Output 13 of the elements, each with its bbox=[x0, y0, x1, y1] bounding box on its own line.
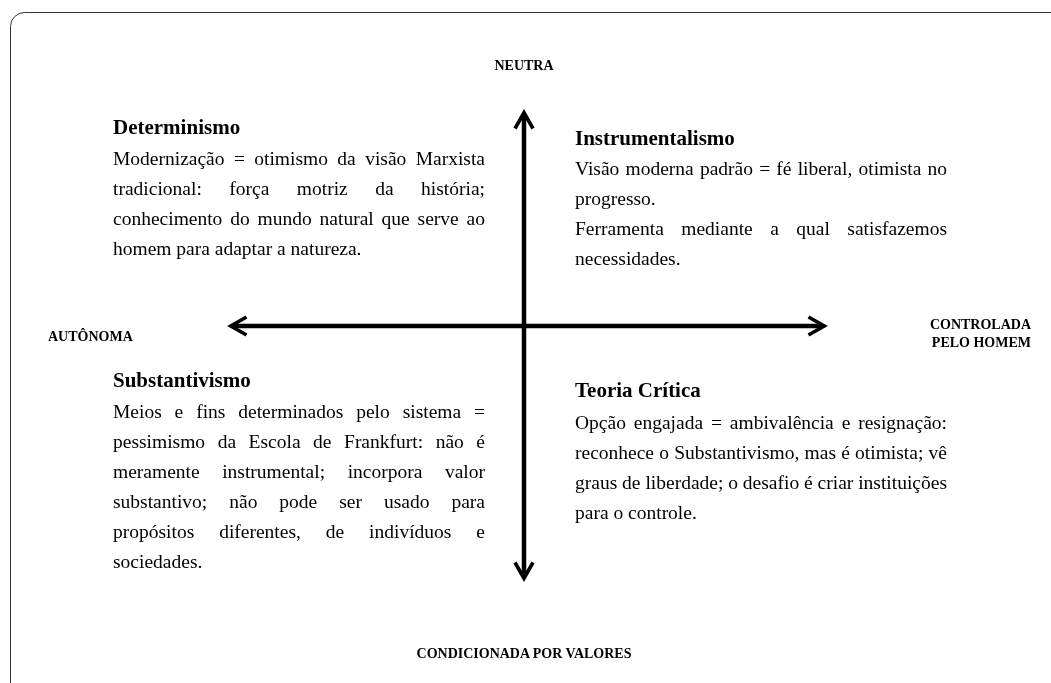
quadrant-text: Ferramenta mediante a qual satisfazemos necessidades. bbox=[575, 217, 947, 271]
axis-label: CONTROLADA PELO HOMEM bbox=[928, 316, 1031, 352]
quadrant-heading: Substantivismo bbox=[113, 368, 251, 393]
quadrant-heading: Determinismo bbox=[113, 115, 241, 140]
axis-label: AUTÔNOMA bbox=[48, 329, 133, 345]
axis-label: CONDICIONADA POR VALORES bbox=[416, 646, 632, 662]
quadrant-heading: Instrumentalismo bbox=[575, 126, 735, 151]
axis-label: NEUTRA bbox=[494, 58, 554, 74]
quadrant-text: Visão moderna padrão = fé liberal, otimista no progresso. bbox=[575, 157, 947, 211]
quadrant-heading: Teoria Crítica bbox=[575, 378, 701, 403]
quadrant-text: Opção engajada = ambivalência e resignação: reconhece o Substantivismo, mas é otimista; vê graus de liberdade; o desafio é criar instituições para o controle. bbox=[575, 411, 947, 525]
quadrant-text: Meios e fins determinados pelo sistema = pessimismo da Escola de Frankfurt: não é meramente instrumental; incorpora valor substantivo; não pode ser usado para propósitos diferentes, de indivíduos e sociedades. bbox=[113, 400, 485, 574]
quadrant-text: Modernização = otimismo da visão Marxista tradicional: força motriz da história; conhecimento do mundo natural que serve ao homem para adaptar a natureza. bbox=[113, 147, 485, 261]
